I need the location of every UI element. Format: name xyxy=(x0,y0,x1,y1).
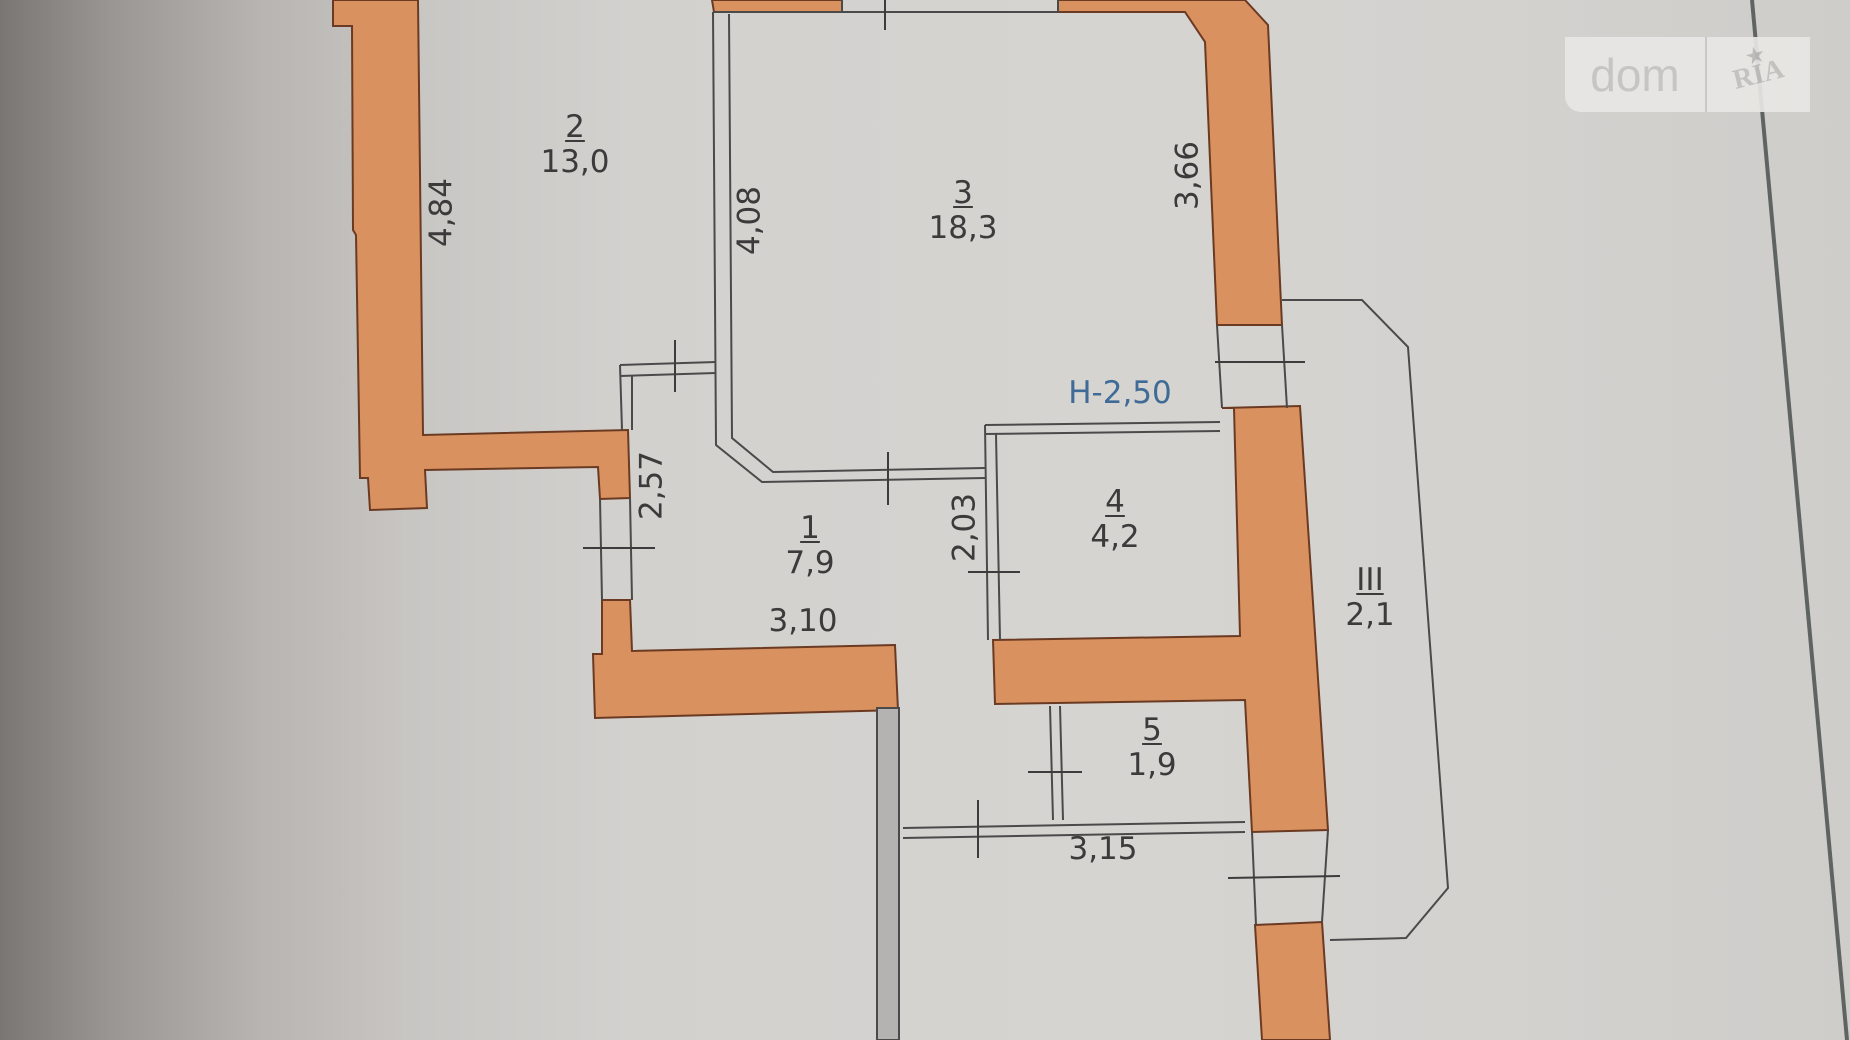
load-bearing-walls xyxy=(332,0,1332,1040)
room-3-area: 18,3 xyxy=(928,210,998,246)
room-1-area: 7,9 xyxy=(785,545,835,581)
room-4-number: 4 xyxy=(1105,484,1125,520)
paper-edge-line xyxy=(1750,0,1849,1040)
room-2-number: 2 xyxy=(565,109,585,145)
room-5-label: 5 1,9 xyxy=(1122,715,1182,781)
balcony-outline xyxy=(1282,299,1450,941)
room-3-label: 3 18,3 xyxy=(928,178,998,244)
balcony-number: III xyxy=(1356,562,1384,598)
watermark-dom-text: dom xyxy=(1590,48,1680,101)
wall-bottom-right xyxy=(1253,920,1332,1040)
room-4-label: 4 4,2 xyxy=(1085,487,1145,553)
partitions xyxy=(599,0,1450,941)
watermark-divider xyxy=(1705,37,1707,112)
concrete-strip xyxy=(876,707,900,1040)
dim-room4-left: 2,03 xyxy=(946,492,983,563)
dim-room2-height: 4,84 xyxy=(423,177,460,248)
wall-room2-left xyxy=(332,0,632,512)
dim-room3-right: 3,66 xyxy=(1169,140,1206,211)
dim-lower-width: 3,15 xyxy=(1068,831,1138,867)
domria-watermark: dom ★ RIA xyxy=(1565,37,1810,112)
wall-right-central xyxy=(991,404,1330,834)
room-1-label: 1 7,9 xyxy=(780,513,840,579)
room-2-area: 13,0 xyxy=(540,144,610,180)
door-ticks xyxy=(583,0,1341,879)
balcony-label: III 2,1 xyxy=(1340,565,1400,631)
room-5-area: 1,9 xyxy=(1127,747,1177,783)
wall-hall-lower xyxy=(591,599,900,720)
room-2-label: 2 13,0 xyxy=(540,112,610,178)
room-3-number: 3 xyxy=(953,175,973,211)
balcony-area: 2,1 xyxy=(1345,597,1395,633)
watermark-ria-text: ★ RIA xyxy=(1705,43,1813,103)
dim-hall-left: 2,57 xyxy=(633,450,670,521)
ceiling-height-label: H-2,50 xyxy=(1068,375,1172,411)
dim-room3-left: 4,08 xyxy=(731,185,768,256)
room-4-area: 4,2 xyxy=(1090,519,1140,555)
room-1-number: 1 xyxy=(800,510,820,546)
room-5-number: 5 xyxy=(1142,712,1162,748)
wall-top-left xyxy=(710,0,843,13)
dim-hall-width: 3,10 xyxy=(768,603,838,639)
